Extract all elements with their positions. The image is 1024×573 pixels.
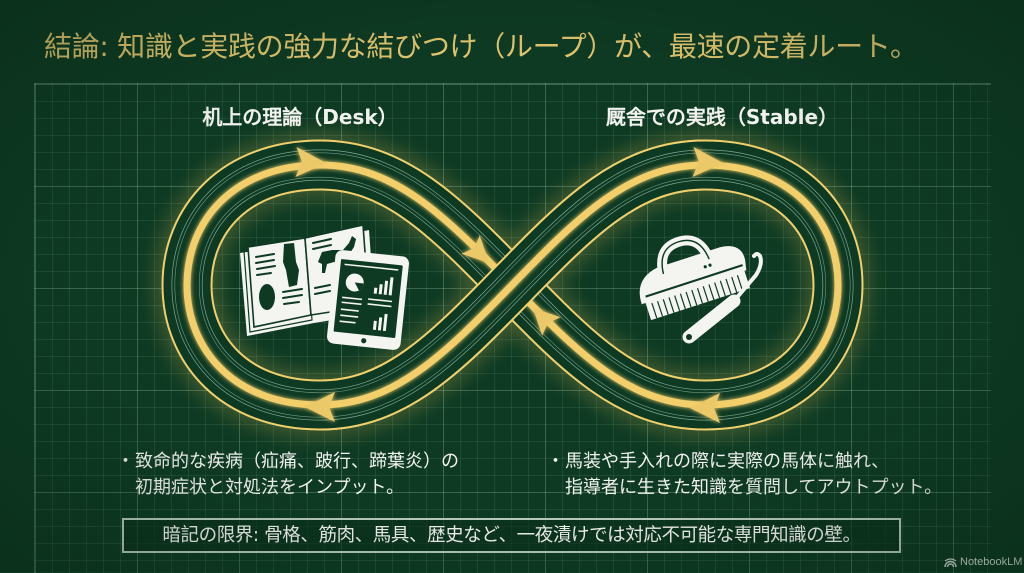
- brush-strap-outline: [661, 239, 710, 275]
- bullet-marker: ・: [116, 451, 135, 472]
- arrow-right-icon: [692, 146, 723, 177]
- stable-heading: 厩舎での実践（Stable）: [605, 105, 839, 129]
- memorization-limit-note: 暗記の限界: 骨格、筋肉、馬具、歴史など、一夜漬けでは対応不可能な専門知識の壁。: [122, 518, 901, 553]
- hoof-pick-hole: [686, 334, 692, 340]
- flow-arrows: [295, 146, 723, 423]
- desk-bullet: ・致命的な疾病（疝痛、跛行、蹄葉炎）の 初期症状と対処法をインプット。: [116, 449, 460, 501]
- hoof-pick-icon: [682, 252, 763, 344]
- tablet-status-bar: [344, 263, 399, 271]
- bullet-marker: ・: [546, 451, 565, 472]
- strap-rivet: [708, 263, 712, 267]
- stable-bullet-line-1: ・馬装や手入れの際に実際の馬体に触れ、: [546, 449, 942, 475]
- arrow-up-left-icon: [533, 308, 561, 336]
- hoof-pick-handle: [682, 294, 741, 344]
- desk-bullet-text-2: 初期症状と対処法をインプット。: [135, 477, 405, 498]
- branding-label: NotebookLM: [960, 556, 1023, 568]
- pie-chart-wedge: [354, 282, 364, 291]
- brush-bristles: [644, 268, 751, 321]
- desk-heading: 机上の理論（Desk）: [202, 105, 398, 129]
- grooming-brush-icon: [639, 235, 751, 321]
- stable-bullet-text-1: 馬装や手入れの際に実際の馬体に触れ、: [565, 451, 890, 472]
- hoof-pick-hook: [732, 252, 763, 303]
- stable-bullet-text-2: 指導者に生きた知識を質問してアウトプット。: [565, 477, 943, 498]
- stable-bullet: ・馬装や手入れの際に実際の馬体に触れ、 指導者に生きた知識を質問してアウトプット…: [546, 449, 943, 501]
- page-title: 結論: 知識と実践の強力な結びつけ（ループ）が、最速の定着ルート。: [44, 30, 918, 63]
- strap-rivet: [703, 265, 707, 269]
- bar-chart-icon: [372, 277, 394, 332]
- joint-bone-icon: [283, 243, 299, 287]
- book-text-lines: [255, 238, 332, 305]
- tablet-icon: [326, 250, 410, 350]
- arrow-left-icon: [305, 392, 335, 422]
- bristle-lines: [651, 275, 743, 319]
- book-left-page: [247, 237, 312, 328]
- book-and-tablet-icon: [240, 224, 410, 350]
- grooming-brush-and-hoof-pick-icon: [639, 235, 763, 344]
- tablet-text-lines: [339, 296, 393, 324]
- desk-bullet-line-1: ・致命的な疾病（疝痛、跛行、蹄葉炎）の: [116, 449, 460, 475]
- notebooklm-logo-icon: [944, 558, 957, 567]
- arrow-left-icon: [690, 393, 720, 423]
- desk-bullet-text-1: 致命的な疾病（疝痛、跛行、蹄葉炎）の: [135, 451, 459, 472]
- vertebra-icon: [259, 284, 275, 310]
- arrow-right-icon: [295, 146, 326, 177]
- tablet-home-button: [361, 338, 367, 344]
- brush-body-edge: [645, 264, 743, 298]
- notebooklm-branding: NotebookLM: [944, 555, 1022, 569]
